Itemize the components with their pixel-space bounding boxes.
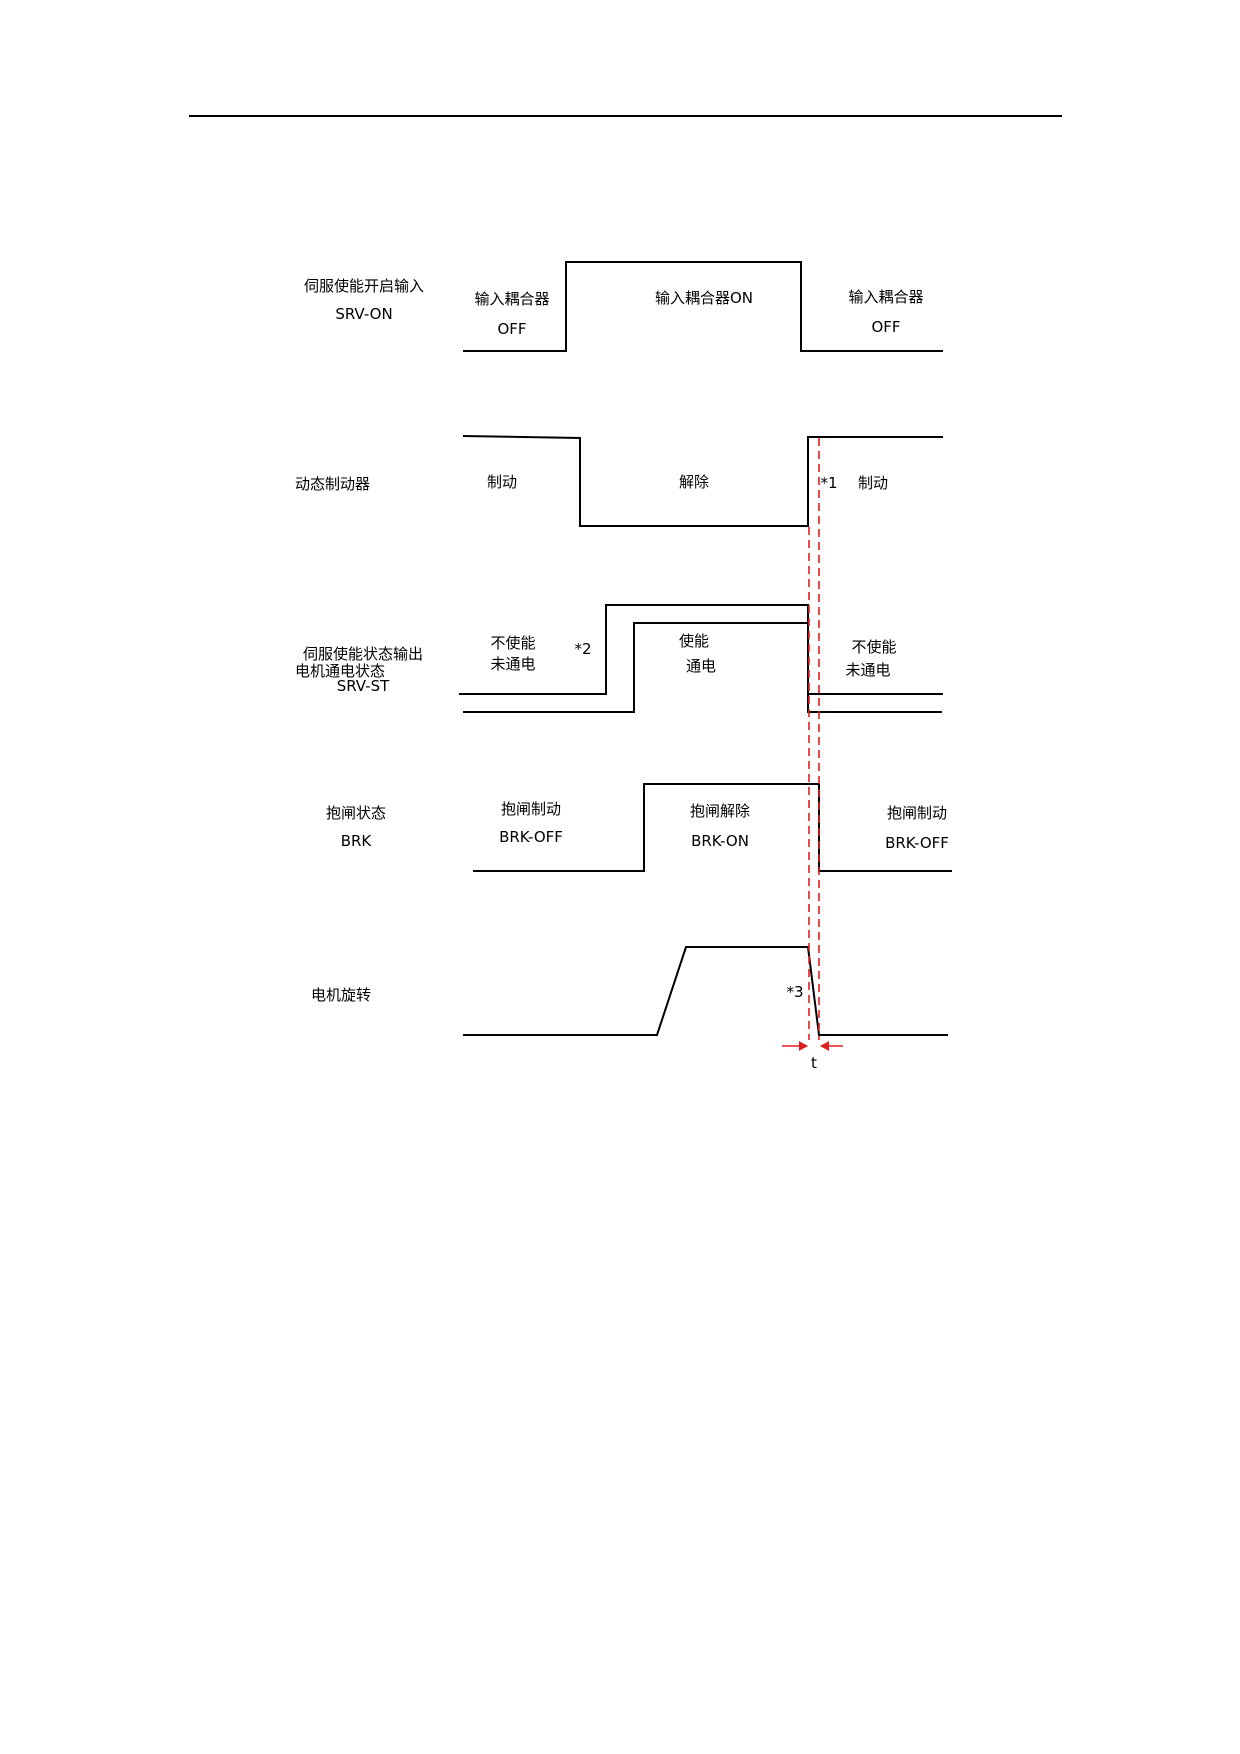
brake-waveform — [473, 783, 952, 872]
state-label: 未通电 — [490, 655, 535, 673]
motor-power-waveform — [463, 622, 942, 713]
state-label: 制动 — [858, 474, 888, 492]
interval-arrow-left — [782, 1041, 808, 1051]
row-sublabel: SRV-ON — [335, 305, 392, 323]
state-label: 抱闸制动 — [887, 804, 947, 822]
state-label: 抱闸解除 — [690, 802, 750, 820]
note-marker: *3 — [786, 983, 803, 1001]
state-label: 不使能 — [851, 638, 896, 656]
state-label: 输入耦合器ON — [655, 289, 753, 307]
motor-rotation-waveform — [463, 946, 948, 1036]
row-label: 动态制动器 — [295, 475, 370, 493]
state-label: 输入耦合器 — [848, 288, 923, 306]
state-label: 解除 — [679, 473, 709, 491]
state-sublabel: OFF — [497, 320, 526, 338]
row-label: 电机通电状态 — [295, 662, 385, 680]
state-label: 通电 — [686, 657, 716, 675]
interval-label: t — [811, 1054, 817, 1072]
srv-on-waveform — [463, 261, 943, 352]
interval-arrow-right — [820, 1041, 843, 1051]
state-sublabel: BRK-ON — [691, 832, 749, 850]
state-label: 未通电 — [845, 661, 890, 679]
note-marker: *1 — [820, 474, 837, 492]
state-label: 输入耦合器 — [474, 290, 549, 308]
state-label: 制动 — [487, 473, 517, 491]
state-sublabel: BRK-OFF — [499, 828, 563, 846]
note-marker: *2 — [574, 640, 591, 658]
row-sublabel: SRV-ST — [337, 677, 390, 695]
row-label: 伺服使能开启输入 — [304, 277, 424, 295]
state-label: 抱闸制动 — [501, 800, 561, 818]
srv-st-waveform — [459, 604, 943, 695]
state-sublabel: BRK-OFF — [885, 834, 949, 852]
state-label: 使能 — [679, 632, 709, 650]
row-label: 伺服使能状态输出 — [303, 645, 423, 663]
dynamic-brake-waveform — [462, 435, 943, 527]
state-label: 不使能 — [490, 634, 535, 652]
row-sublabel: BRK — [341, 832, 373, 850]
row-label: 电机旋转 — [311, 986, 371, 1004]
row-label: 抱闸状态 — [326, 804, 386, 822]
state-sublabel: OFF — [871, 318, 900, 336]
